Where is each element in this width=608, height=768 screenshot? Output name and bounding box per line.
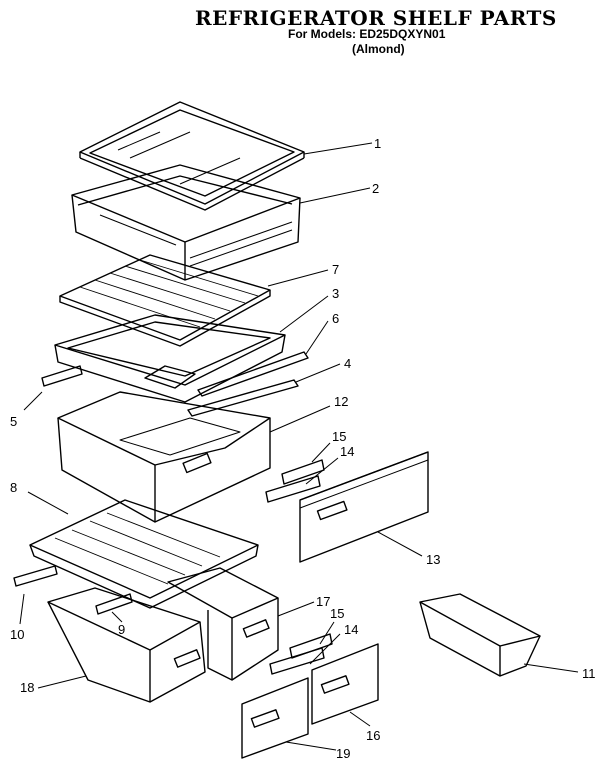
part-15-bracket-lower (289, 633, 333, 659)
callout-8: 8 (10, 480, 17, 495)
part-19-drawer-front (241, 677, 309, 759)
leader-lines (19, 142, 579, 751)
part-16-drawer-front (311, 643, 379, 725)
callout-11: 11 (582, 666, 596, 681)
part-12-crisper-drawer (57, 391, 271, 523)
part-2-shelf-frame (71, 164, 301, 281)
part-17-drawer (167, 567, 279, 681)
model-line: For Models: ED25DQXYN01 (288, 27, 446, 41)
callout-2: 2 (372, 181, 379, 196)
callout-9: 9 (118, 622, 125, 637)
callout-3: 3 (332, 286, 339, 301)
callout-15-lower: 15 (330, 606, 344, 621)
callout-7: 7 (332, 262, 339, 277)
part-14-bracket-upper (265, 475, 321, 503)
callout-17: 17 (316, 594, 330, 609)
callout-13: 13 (426, 552, 440, 567)
part-1-glass-shelf (79, 101, 305, 211)
part-14-bracket-lower (269, 647, 325, 675)
part-9-rail (95, 593, 133, 615)
part-5-rail (41, 365, 83, 387)
part-13-drawer-front-upper (299, 451, 429, 563)
callout-1: 1 (374, 136, 381, 151)
callout-4: 4 (344, 356, 351, 371)
part-3-crisper-cover-frame (54, 314, 286, 403)
callout-16: 16 (366, 728, 380, 743)
callout-numbers: 1 2 7 3 6 4 5 12 15 14 8 13 17 15 14 10 … (10, 136, 596, 761)
diagram-title: REFRIGERATOR SHELF PARTS (195, 6, 557, 30)
callout-6: 6 (332, 311, 339, 326)
callout-5: 5 (10, 414, 17, 429)
part-10-rail (13, 565, 58, 587)
callout-18: 18 (20, 680, 34, 695)
part-11-dairy-bin (419, 593, 541, 677)
callout-10: 10 (10, 627, 24, 642)
callout-19: 19 (336, 746, 350, 761)
part-7-ribbed-shelf (59, 254, 271, 347)
callout-14-lower: 14 (344, 622, 358, 637)
callout-12: 12 (334, 394, 348, 409)
part-4-rail (187, 379, 299, 417)
part-18-deep-drawer (47, 587, 206, 703)
callout-14-upper: 14 (340, 444, 354, 459)
callout-15-upper: 15 (332, 429, 346, 444)
part-8-ribbed-shelf (29, 499, 259, 609)
part-6-rail (197, 351, 309, 397)
color-line: (Almond) (352, 42, 405, 56)
